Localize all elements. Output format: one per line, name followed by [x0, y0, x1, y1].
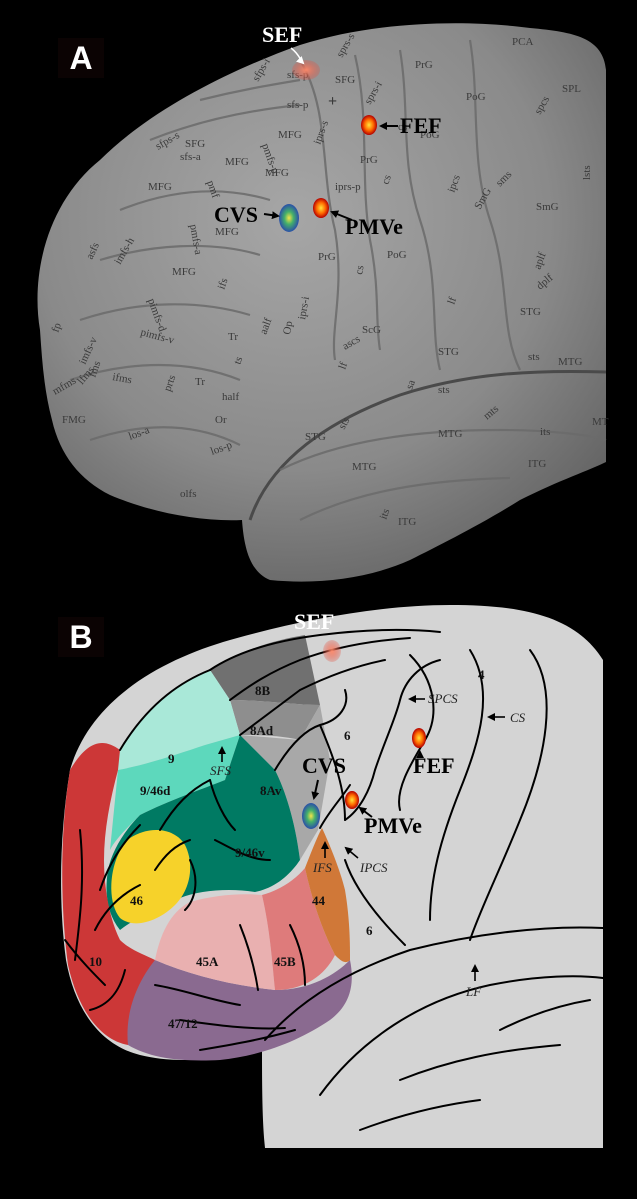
- pmve-callout-a: PMVe: [345, 214, 403, 239]
- sef-callout-a: SEF: [262, 22, 302, 47]
- fef-activation-b: [412, 728, 426, 748]
- label-prg: PrG: [415, 59, 433, 71]
- sulcus-label-ipcs: IPCS: [359, 860, 388, 875]
- area-label-8ad: 8Ad: [250, 723, 274, 738]
- label-or: Or: [215, 414, 227, 426]
- label-tr2: Tr: [195, 376, 205, 388]
- label-stg1: STG: [520, 306, 541, 318]
- pmve-activation-a: [313, 198, 329, 218]
- panel-a-letter: A: [58, 38, 104, 78]
- sef-callout-b: SEF: [294, 609, 334, 634]
- label-mfg1: MFG: [278, 129, 302, 141]
- label-fmg: FMG: [62, 414, 86, 426]
- sulcus-label-ifs: IFS: [312, 860, 332, 875]
- label-iprs-p: iprs-p: [335, 181, 361, 193]
- cvs-activation-b: [302, 803, 320, 829]
- label-its1: its: [540, 426, 550, 438]
- label-spl: SPL: [562, 83, 581, 95]
- sulcus-label-lf: LF: [465, 984, 482, 999]
- label-prg3: PrG: [318, 251, 336, 263]
- label-mfg2: MFG: [225, 156, 249, 168]
- pmve-callout-b: PMVe: [364, 813, 422, 838]
- label-lsts: lsts: [581, 165, 593, 180]
- area-label-8av: 8Av: [260, 783, 282, 798]
- area-label-9: 9: [168, 751, 175, 766]
- sef-activation-b: [323, 640, 341, 662]
- area-label-46: 46: [130, 893, 144, 908]
- sulcus-label-cs: CS: [510, 710, 526, 725]
- cvs-activation-a: [279, 204, 299, 232]
- label-smg2: SmG: [536, 201, 559, 213]
- area-label-44: 44: [312, 893, 326, 908]
- area-label-8b: 8B: [255, 683, 271, 698]
- fef-activation-a: [361, 115, 377, 135]
- sulcus-label-spcs: SPCS: [428, 691, 458, 706]
- sulcus-label-sfs: SFS: [210, 763, 231, 778]
- area-label-9-46d: 9/46d: [140, 783, 171, 798]
- cvs-callout-a: CVS: [214, 202, 258, 227]
- area-label-4: 4: [478, 667, 485, 682]
- brain-surface: [38, 23, 607, 581]
- label-pog3: PoG: [387, 249, 407, 261]
- panel-b: 4 8B 8Ad 6 9 9/46d 8Av 9/46v 46 44 6 10 …: [61, 605, 603, 1148]
- label-tr1: Tr: [228, 331, 238, 343]
- label-sfs-p2: sfs-p: [287, 99, 309, 111]
- panel-b-letter: B: [58, 617, 104, 657]
- label-mt: MT: [592, 416, 609, 428]
- label-mfg3: MFG: [148, 181, 172, 193]
- label-plus: +: [328, 93, 337, 110]
- label-sfg: SFG: [335, 74, 355, 86]
- area-label-10: 10: [89, 954, 102, 969]
- label-sfs-a: sfs-a: [180, 151, 201, 163]
- area-label-9-46v: 9/46v: [235, 845, 265, 860]
- label-mtg3: MTG: [438, 428, 463, 440]
- label-itg2: ITG: [398, 516, 416, 528]
- label-half: half: [222, 391, 239, 403]
- label-scg: ScG: [362, 324, 381, 336]
- label-stg3: STG: [305, 431, 326, 443]
- label-sfg2: SFG: [185, 138, 205, 150]
- label-mtg2: MTG: [352, 461, 377, 473]
- pmve-activation-b: [345, 791, 359, 809]
- area-label-45b: 45B: [274, 954, 296, 969]
- label-mfg6: MFG: [172, 266, 196, 278]
- label-pog: PoG: [466, 91, 486, 103]
- fef-callout-a: FEF: [400, 113, 442, 138]
- label-stg2: STG: [438, 346, 459, 358]
- area-label-47-12: 47/12: [168, 1016, 198, 1031]
- label-sts2: sts: [438, 384, 450, 396]
- label-olfs: olfs: [180, 488, 197, 500]
- area-label-6-lower: 6: [366, 923, 373, 938]
- label-pca: PCA: [512, 36, 533, 48]
- label-prg2: PrG: [360, 154, 378, 166]
- sef-activation-a: [292, 60, 320, 80]
- label-op: Op: [281, 320, 295, 336]
- area-label-45a: 45A: [196, 954, 219, 969]
- label-itg1: ITG: [528, 458, 546, 470]
- panel-a: sfs-p sprs-s PCA SFG PrG sfps-i sfs-p sp…: [38, 22, 609, 582]
- label-mfg5: MFG: [215, 226, 239, 238]
- label-mfg4: MFG: [265, 167, 289, 179]
- label-mtg1: MTG: [558, 356, 583, 368]
- cvs-callout-b: CVS: [302, 753, 346, 778]
- label-sts1: sts: [528, 351, 540, 363]
- area-label-6-upper: 6: [344, 728, 351, 743]
